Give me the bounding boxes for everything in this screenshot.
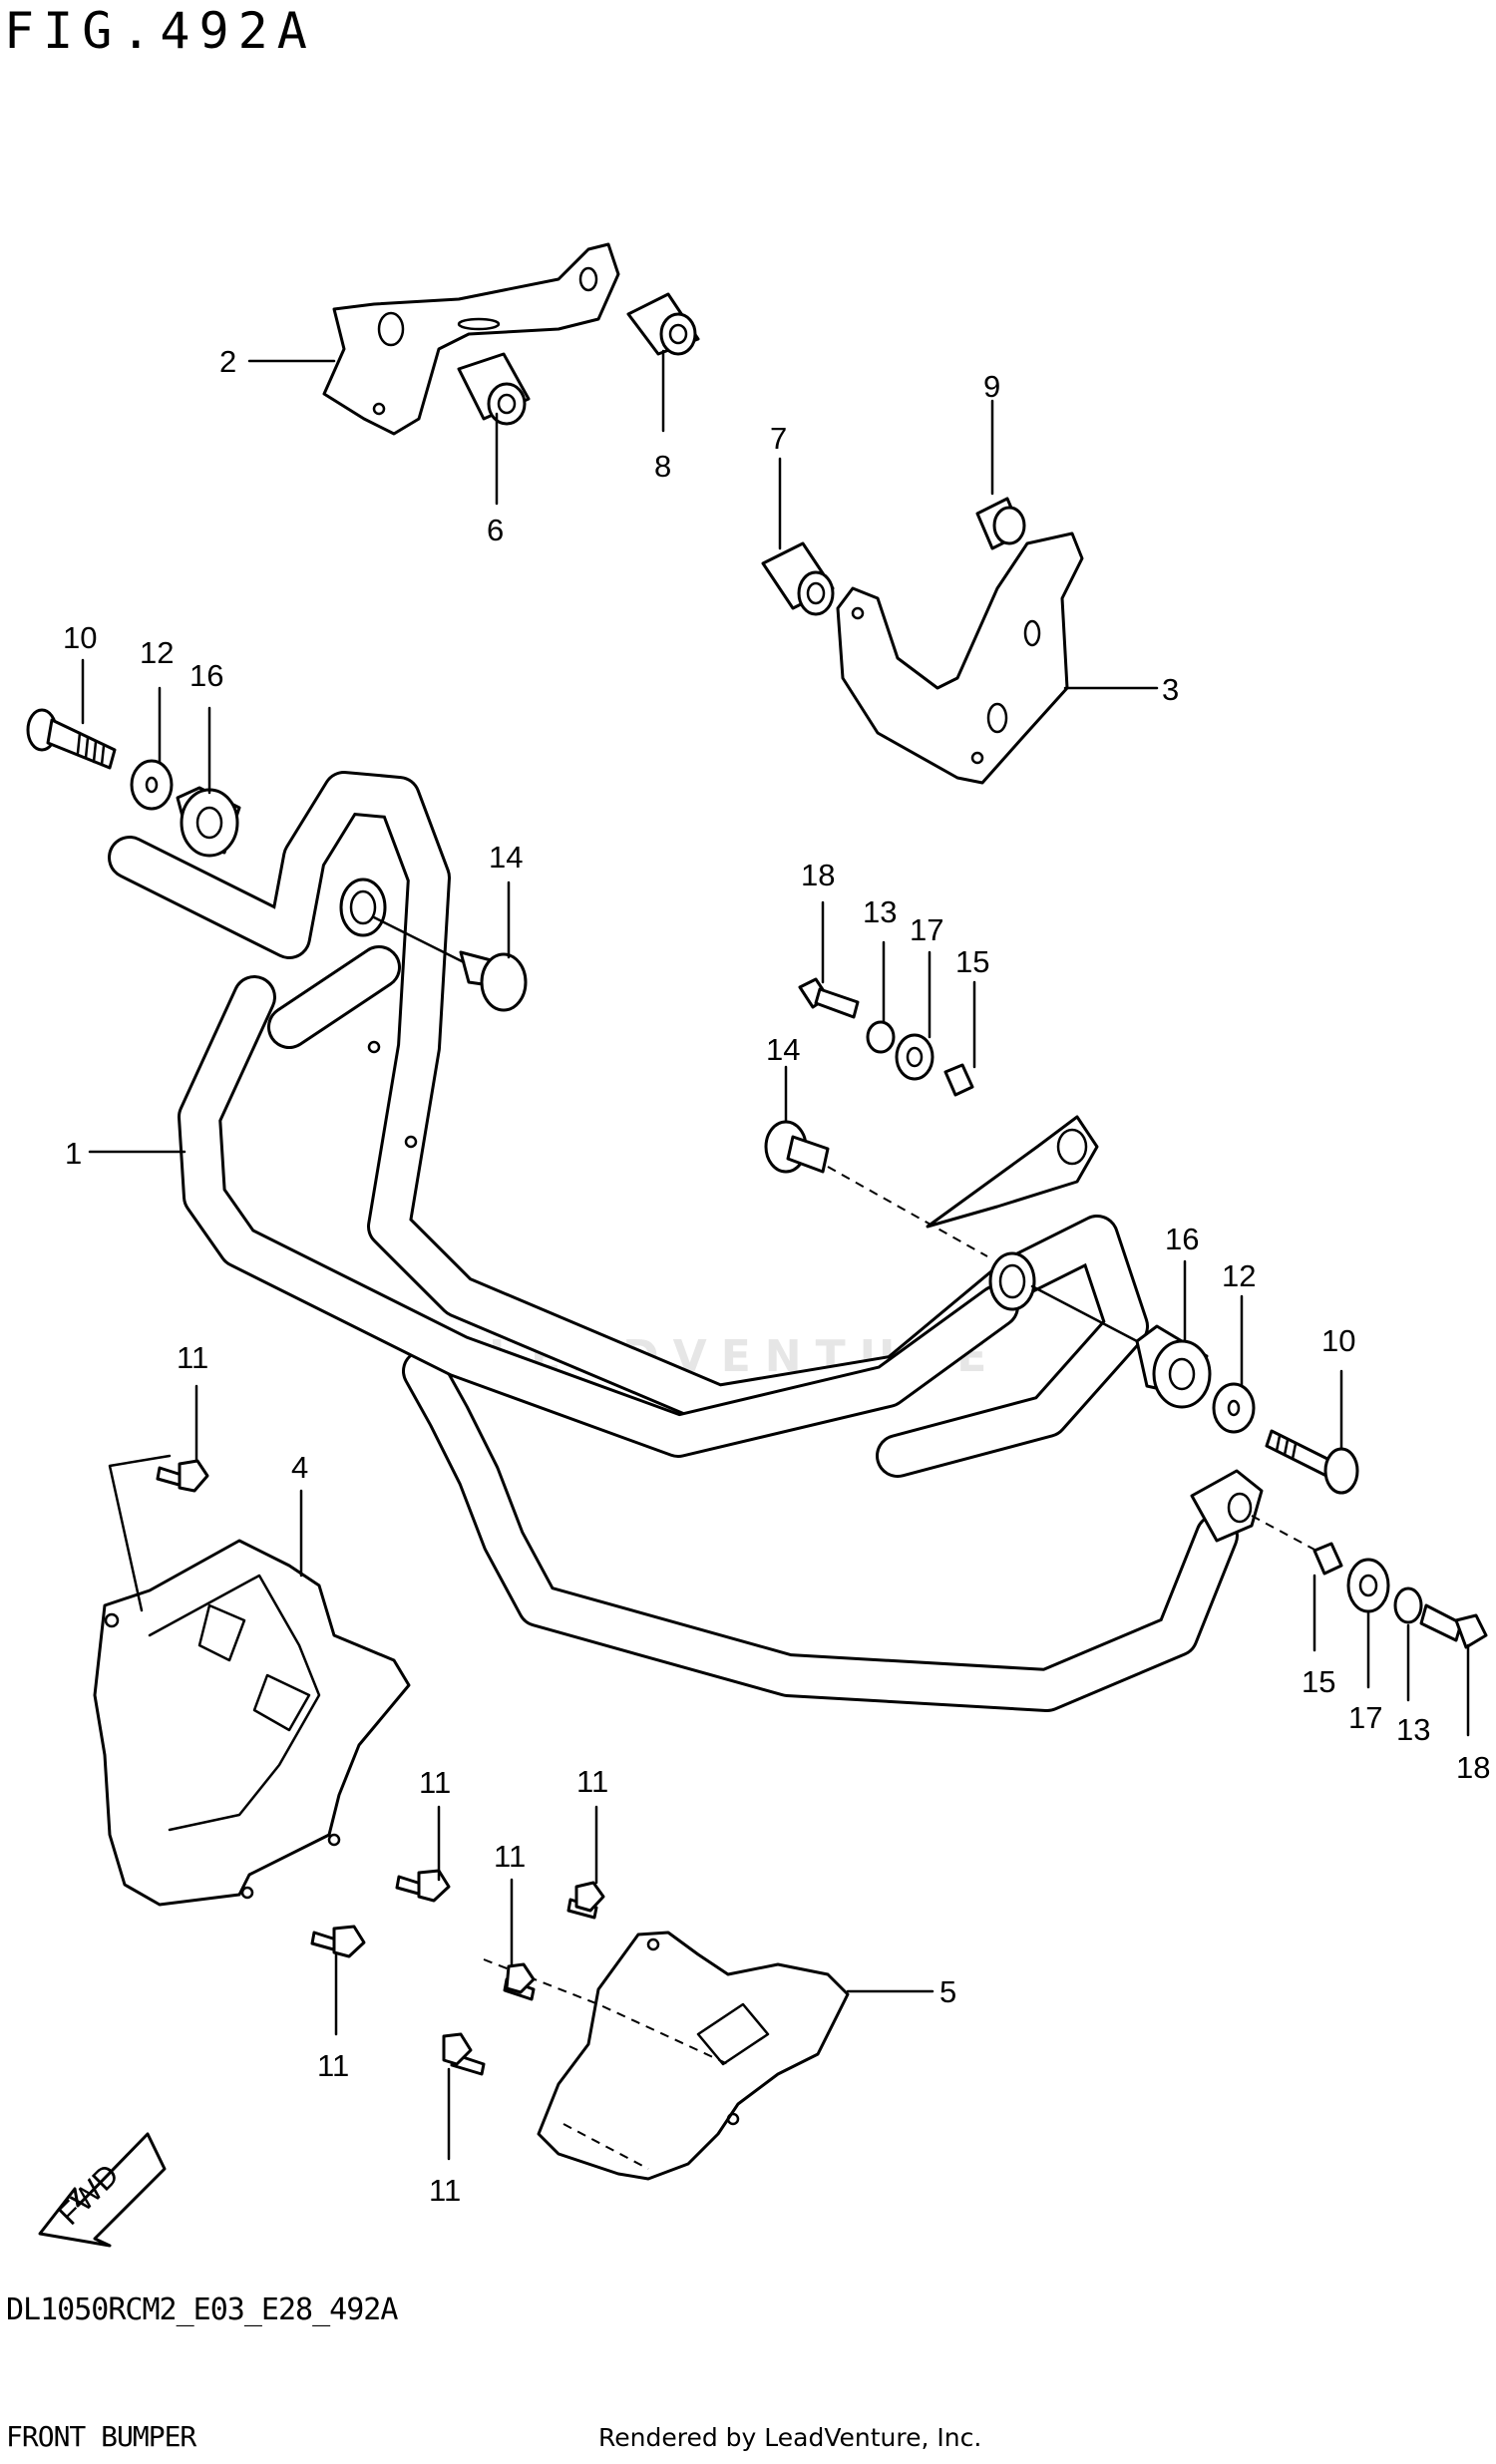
callout-4: 4 — [291, 1450, 308, 1485]
bracket-part-3[interactable] — [836, 531, 1084, 785]
callout-7: 7 — [770, 421, 787, 456]
washer-part-13-lower[interactable] — [1393, 1586, 1423, 1624]
callout-8: 8 — [654, 449, 671, 484]
callout-2: 2 — [219, 344, 236, 379]
callout-11-f: 11 — [429, 2173, 461, 2208]
callout-10-right: 10 — [1321, 1323, 1355, 1358]
callout-14-right: 14 — [766, 1032, 800, 1067]
figure-title: FIG.492A — [4, 2, 316, 60]
bolt-part-10-left[interactable] — [26, 708, 117, 770]
callout-13-lower: 13 — [1396, 1712, 1430, 1747]
washer-part-13-upper[interactable] — [866, 1020, 896, 1054]
callout-11-b: 11 — [419, 1765, 451, 1800]
bracket-part-2[interactable] — [322, 242, 620, 436]
leader-lines — [81, 349, 1470, 2161]
callout-18-lower: 18 — [1456, 1750, 1490, 1785]
render-credit: Rendered by LeadVenture, Inc. — [598, 2423, 982, 2452]
washer-part-12-right[interactable] — [1212, 1382, 1256, 1434]
grommet-part-16-left[interactable] — [176, 786, 241, 858]
front-bumper-part-1[interactable] — [108, 771, 1264, 1712]
collar-part-9[interactable] — [975, 497, 1026, 550]
guard-part-5[interactable] — [483, 1931, 850, 2181]
fwd-arrow-icon: FWD — [38, 2132, 167, 2248]
callout-12-right: 12 — [1222, 1258, 1256, 1293]
collar-bolt-part-14-left[interactable] — [372, 915, 528, 1012]
screw-part-11-f[interactable] — [442, 2032, 486, 2076]
callout-11-a: 11 — [177, 1340, 208, 1375]
spacer-part-8[interactable] — [626, 292, 700, 356]
callout-1: 1 — [65, 1136, 82, 1171]
grommet-part-17-upper[interactable] — [895, 1033, 935, 1081]
callout-11-e: 11 — [494, 1839, 526, 1874]
callout-15-upper: 15 — [955, 944, 989, 979]
screw-part-11-d[interactable] — [566, 1881, 605, 1920]
callout-10-left: 10 — [63, 620, 97, 655]
bolt-part-18-lower[interactable] — [1419, 1603, 1488, 1649]
callout-3: 3 — [1162, 672, 1179, 707]
screw-part-11-a[interactable] — [156, 1459, 209, 1493]
figure-name: FRONT BUMPER — [6, 2420, 196, 2453]
callout-17-upper: 17 — [910, 912, 943, 947]
callout-5: 5 — [939, 1974, 956, 2009]
callout-15-lower: 15 — [1302, 1664, 1335, 1699]
collar-part-7[interactable] — [761, 541, 835, 616]
callout-11-c: 11 — [317, 2048, 349, 2083]
callout-16-left: 16 — [189, 658, 223, 693]
collar-part-15-lower[interactable] — [1251, 1515, 1343, 1576]
callout-13-upper: 13 — [863, 894, 897, 929]
spacer-part-6[interactable] — [457, 352, 531, 426]
callout-14-left: 14 — [489, 840, 523, 875]
guard-part-4[interactable] — [93, 1454, 411, 1907]
callout-9: 9 — [983, 369, 1000, 404]
screw-part-11-c[interactable] — [310, 1925, 366, 1958]
collar-bolt-part-14-right[interactable] — [764, 1120, 988, 1257]
callout-16-right: 16 — [1165, 1222, 1199, 1256]
callout-12-left: 12 — [140, 635, 174, 670]
callout-11-d: 11 — [576, 1764, 608, 1799]
bolt-part-18-upper[interactable] — [798, 977, 860, 1019]
washer-part-12-left[interactable] — [130, 759, 174, 811]
collar-part-15-upper[interactable] — [943, 1063, 974, 1097]
bolt-part-10-right[interactable] — [1265, 1429, 1359, 1495]
callout-6: 6 — [487, 513, 504, 547]
callout-17-lower: 17 — [1348, 1700, 1382, 1735]
screw-part-11-b[interactable] — [395, 1869, 451, 1903]
grommet-part-16-right[interactable] — [1030, 1284, 1212, 1409]
callout-numbers: 2 6 8 7 9 3 10 12 16 14 1 18 13 17 15 14… — [63, 344, 1490, 2208]
figure-code: DL1050RCM2_E03_E28_492A — [6, 2292, 398, 2327]
screw-part-11-e[interactable] — [503, 1962, 536, 2001]
grommet-part-17-lower[interactable] — [1346, 1558, 1390, 1613]
callout-18-upper: 18 — [801, 858, 835, 892]
